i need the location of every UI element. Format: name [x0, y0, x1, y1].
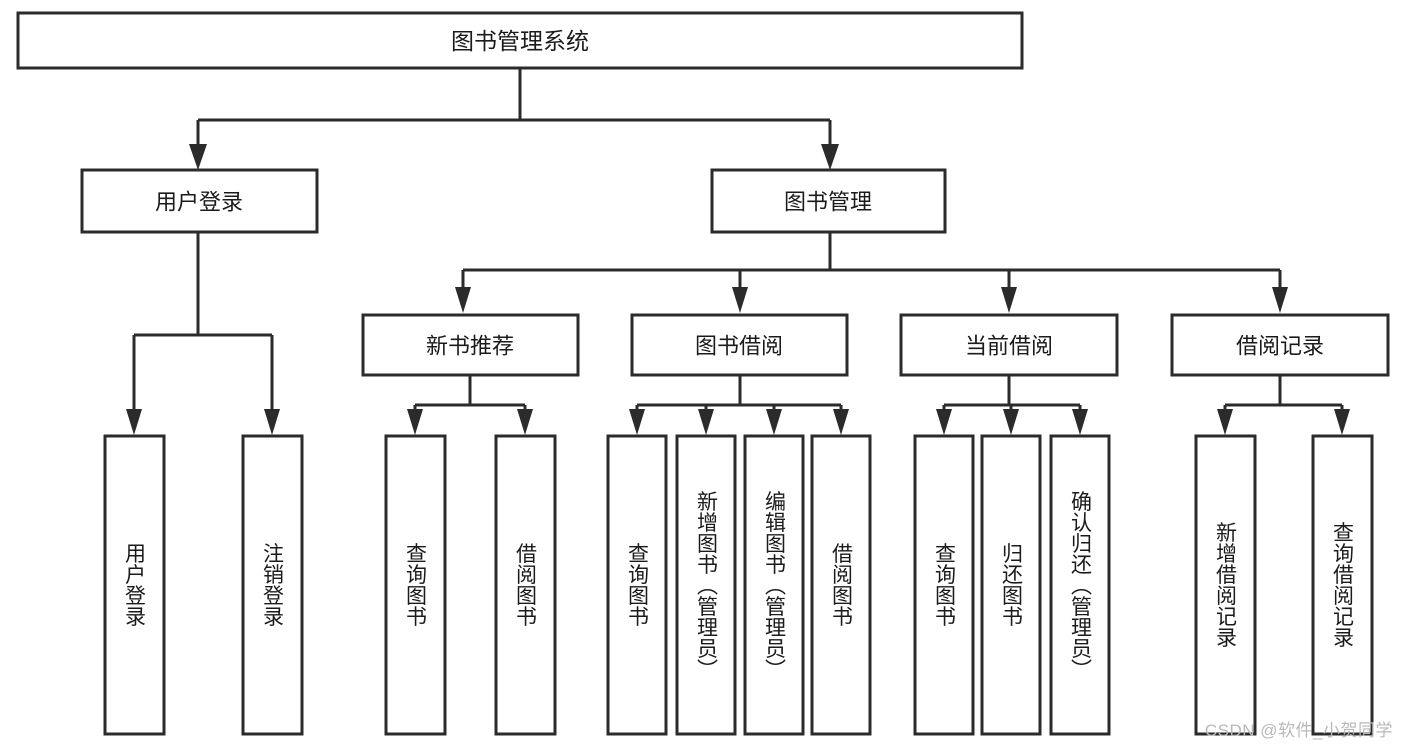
arrowhead-leaf-add-record: [1217, 409, 1233, 435]
connectors-book-borrow-to-leaves: [629, 375, 849, 435]
leaf-edit-book[interactable]: 编辑图书（管理员）: [743, 434, 805, 736]
arrowhead-borrow-record: [1272, 287, 1288, 313]
leaf-add-book[interactable]: 新增图书（管理员）: [675, 434, 737, 736]
leaf-logout-login-box[interactable]: [241, 434, 304, 736]
csdn-watermark: CSDN @软件_小贺同学: [1204, 721, 1393, 740]
arrowhead-leaf-query-record: [1334, 409, 1350, 435]
node-root-label: 图书管理系统: [451, 28, 589, 54]
arrowhead-book-borrow: [732, 287, 748, 313]
leaf-query-book-2[interactable]: 查询图书: [606, 434, 668, 736]
leaf-borrow-book-2-label: 借阅图书: [830, 543, 854, 627]
node-user-login[interactable]: 用户登录: [80, 168, 319, 234]
leaf-borrow-book-1-box[interactable]: [494, 434, 557, 736]
connectors-new-book-recommend-to-leaves: [407, 375, 533, 435]
leaf-borrow-book-1-label: 借阅图书: [514, 543, 538, 627]
leaf-edit-book-label: 编辑图书（管理员）: [763, 491, 787, 680]
arrowhead-leaf-return-book: [1003, 409, 1019, 435]
leaf-query-record-label: 查询借阅记录: [1331, 522, 1355, 648]
arrowhead-leaf-query-book-3: [936, 409, 952, 435]
node-new-book-recommend-label: 新书推荐: [426, 334, 514, 359]
connectors-current-borrow-to-leaves: [936, 375, 1088, 435]
node-new-book-recommend[interactable]: 新书推荐: [361, 313, 580, 377]
arrowhead-leaf-logout-login: [264, 409, 280, 435]
leaf-query-book-1-box[interactable]: [384, 434, 447, 736]
node-borrow-record-box[interactable]: [1170, 313, 1390, 377]
leaf-add-record-box[interactable]: [1194, 434, 1257, 736]
leaf-return-book-label: 归还图书: [1000, 543, 1024, 627]
leaf-borrow-book-2[interactable]: 借阅图书: [810, 434, 872, 736]
connectors-borrow-record-to-leaves: [1217, 375, 1350, 435]
leaf-query-book-3[interactable]: 查询图书: [913, 434, 975, 736]
leaf-confirm-return-box[interactable]: [1049, 434, 1111, 736]
node-root[interactable]: 图书管理系统: [16, 11, 1024, 70]
node-borrow-record[interactable]: 借阅记录: [1170, 313, 1390, 377]
node-borrow-record-label: 借阅记录: [1236, 334, 1324, 359]
arrowhead-leaf-borrow-book-2: [833, 409, 849, 435]
node-root-box[interactable]: [16, 11, 1024, 70]
node-user-login-label: 用户登录: [155, 190, 243, 215]
leaf-add-book-label: 新增图书（管理员）: [695, 491, 719, 680]
node-book-manage[interactable]: 图书管理: [710, 168, 947, 234]
arrowhead-new-book-recommend: [455, 287, 471, 313]
leaf-borrow-book-1[interactable]: 借阅图书: [494, 434, 557, 736]
node-book-manage-box[interactable]: [710, 168, 947, 234]
node-user-login-box[interactable]: [80, 168, 319, 234]
leaf-logout-login-label: 注销登录: [261, 543, 285, 627]
node-new-book-recommend-box[interactable]: [361, 313, 580, 377]
leaf-query-book-2-box[interactable]: [606, 434, 668, 736]
leaf-logout-login[interactable]: 注销登录: [241, 434, 304, 736]
leaf-user-login[interactable]: 用户登录: [103, 434, 166, 736]
leaf-return-book[interactable]: 归还图书: [980, 434, 1042, 736]
arrowhead-leaf-query-book-2: [629, 409, 645, 435]
node-book-manage-label: 图书管理: [784, 190, 872, 215]
leaf-confirm-return[interactable]: 确认归还（管理员）: [1049, 434, 1111, 736]
leaf-user-login-box[interactable]: [103, 434, 166, 736]
node-current-borrow-label: 当前借阅: [965, 334, 1053, 359]
connectors-book-manage-to-level3: [455, 232, 1288, 313]
leaf-query-book-2-label: 查询图书: [626, 543, 650, 627]
leaf-add-book-box[interactable]: [675, 434, 737, 736]
connectors-user-login-to-leaves: [126, 232, 280, 435]
arrowhead-book-manage: [821, 144, 839, 170]
arrowhead-user-login: [189, 144, 207, 170]
leaf-query-record[interactable]: 查询借阅记录: [1311, 434, 1374, 736]
node-book-borrow-label: 图书借阅: [695, 334, 783, 359]
arrowhead-leaf-user-login: [126, 409, 142, 435]
leaf-query-record-box[interactable]: [1311, 434, 1374, 736]
leaf-query-book-1[interactable]: 查询图书: [384, 434, 447, 736]
leaf-confirm-return-label: 确认归还（管理员）: [1069, 491, 1093, 680]
arrowhead-leaf-confirm-return: [1072, 409, 1088, 435]
node-book-borrow[interactable]: 图书借阅: [630, 313, 849, 377]
leaf-add-record-label: 新增借阅记录: [1214, 522, 1238, 648]
leaf-edit-book-box[interactable]: [743, 434, 805, 736]
arrowhead-leaf-edit-book: [766, 409, 782, 435]
leaf-user-login-label: 用户登录: [123, 543, 147, 627]
leaf-query-book-3-label: 查询图书: [933, 543, 957, 627]
leaf-add-record[interactable]: 新增借阅记录: [1194, 434, 1257, 736]
connectors-root-to-level2: [189, 68, 839, 170]
arrowhead-leaf-add-book: [698, 409, 714, 435]
arrowhead-leaf-query-book-1: [407, 409, 423, 435]
leaf-query-book-3-box[interactable]: [913, 434, 975, 736]
node-book-borrow-box[interactable]: [630, 313, 849, 377]
node-current-borrow-box[interactable]: [899, 313, 1119, 377]
leaf-return-book-box[interactable]: [980, 434, 1042, 736]
node-current-borrow[interactable]: 当前借阅: [899, 313, 1119, 377]
arrowhead-current-borrow: [1001, 287, 1017, 313]
leaf-borrow-book-2-box[interactable]: [810, 434, 872, 736]
leaf-query-book-1-label: 查询图书: [404, 543, 428, 627]
arrowhead-leaf-borrow-book-1: [517, 409, 533, 435]
